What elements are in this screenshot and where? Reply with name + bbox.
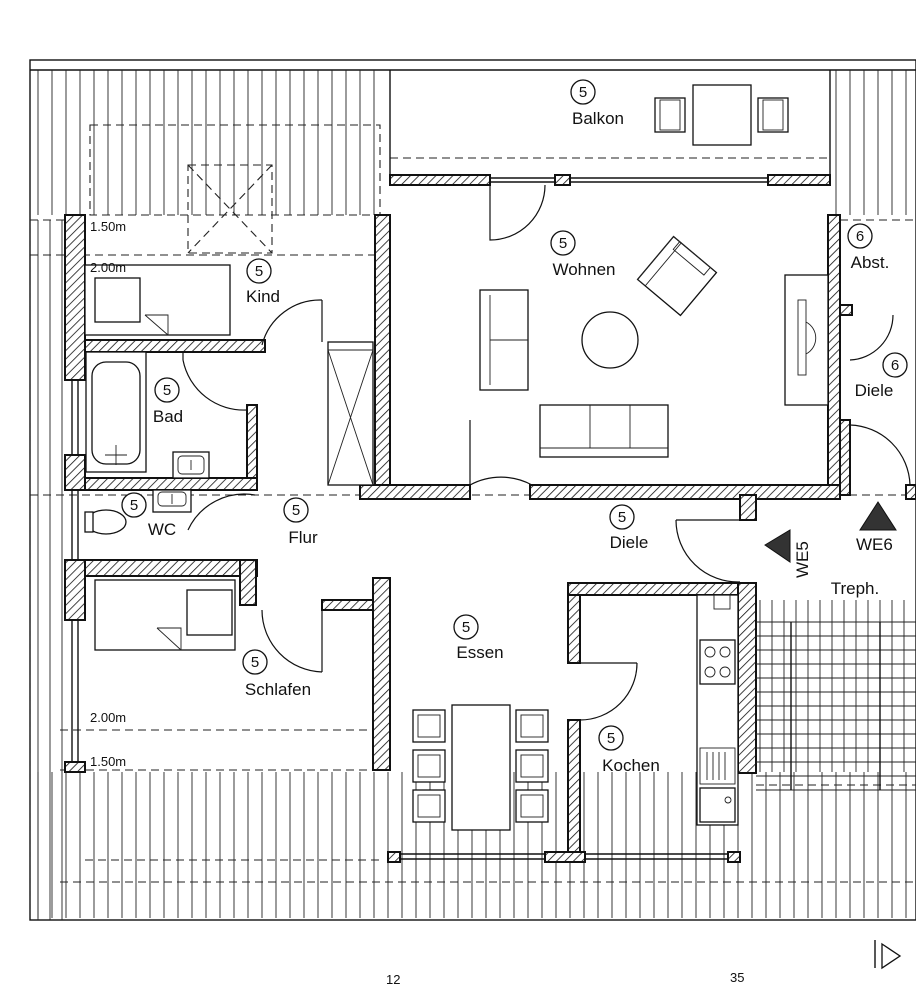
room-label-diele-other: Diele: [855, 381, 894, 400]
section-marker-icon: [874, 940, 902, 970]
skylight: [187, 164, 273, 254]
kitchen-counter: [696, 594, 739, 826]
room-label-wc: WC: [148, 520, 176, 539]
svg-text:2.00m: 2.00m: [90, 710, 126, 725]
staircase: [756, 621, 916, 791]
stove: [699, 639, 736, 685]
room-number: 5: [130, 497, 138, 514]
wohnen-furniture: [479, 235, 829, 458]
room-number: 5: [579, 84, 587, 101]
room-label-treph: Treph.: [831, 579, 880, 598]
room-label-kind: Kind: [246, 287, 280, 306]
doors: [182, 184, 911, 721]
svg-text:35: 35: [730, 970, 744, 985]
schlafen-bed: [94, 579, 236, 651]
svg-text:12: 12: [386, 972, 400, 987]
unit-markers: [764, 501, 897, 563]
armchair: [636, 235, 718, 317]
bad-sink: [172, 451, 210, 479]
roof-tiles-left: [37, 220, 63, 920]
room-label-bad: Bad: [153, 407, 183, 426]
kitchen-sink: [699, 787, 736, 823]
sofa-bottom: [539, 404, 669, 458]
room-number: 5: [618, 509, 626, 526]
roof-tiles-top-left: [37, 70, 375, 215]
room-number: 5: [292, 502, 300, 519]
dining-set: [412, 704, 549, 831]
roof-tiles-top-right: [835, 70, 907, 215]
room-number: 5: [607, 730, 615, 747]
room-label-kochen: Kochen: [602, 756, 660, 775]
room-number: 6: [891, 357, 899, 374]
svg-text:2.00m: 2.00m: [90, 260, 126, 275]
balcony-chair-left: [654, 97, 686, 133]
kind-bed: [84, 264, 231, 336]
room-label-schlafen: Schlafen: [245, 680, 311, 699]
room-labels: Balkon Wohnen Kind Bad WC Flur Diele Sch…: [148, 109, 894, 775]
dimension-labels: 1.50m 2.00m 2.00m 1.50m 12 35: [90, 219, 744, 987]
roof-tiles-bottom-right: [759, 600, 905, 772]
svg-text:1.50m: 1.50m: [90, 219, 126, 234]
drainboard: [699, 747, 736, 785]
balcony-chair-right: [757, 97, 789, 133]
balcony-table: [692, 84, 752, 146]
wardrobe: [327, 341, 374, 486]
room-label-flur: Flur: [288, 528, 318, 547]
room-number: 5: [251, 654, 259, 671]
svg-text:1.50m: 1.50m: [90, 754, 126, 769]
room-label-abst: Abst.: [851, 253, 890, 272]
bathtub: [85, 351, 147, 473]
room-number: 5: [462, 619, 470, 636]
room-number: 6: [856, 228, 864, 245]
marker-we5: WE5: [793, 541, 812, 578]
room-label-wohnen: Wohnen: [552, 260, 615, 279]
room-numbers: 5 5 5 5 5 5 5 5 5 5 6 6: [130, 84, 899, 747]
tv-unit: [784, 274, 829, 406]
marker-we6: WE6: [856, 535, 893, 554]
dining-table: [451, 704, 511, 831]
room-number: 5: [255, 263, 263, 280]
room-label-essen: Essen: [456, 643, 503, 662]
walls: [64, 174, 916, 863]
wc-fixtures: [84, 489, 192, 535]
room-label-diele: Diele: [610, 533, 649, 552]
room-label-balkon: Balkon: [572, 109, 624, 128]
room-number-circles: [121, 79, 908, 751]
round-table: [581, 311, 639, 369]
balcony: [389, 70, 831, 175]
room-number: 5: [559, 235, 567, 252]
room-number: 5: [163, 382, 171, 399]
